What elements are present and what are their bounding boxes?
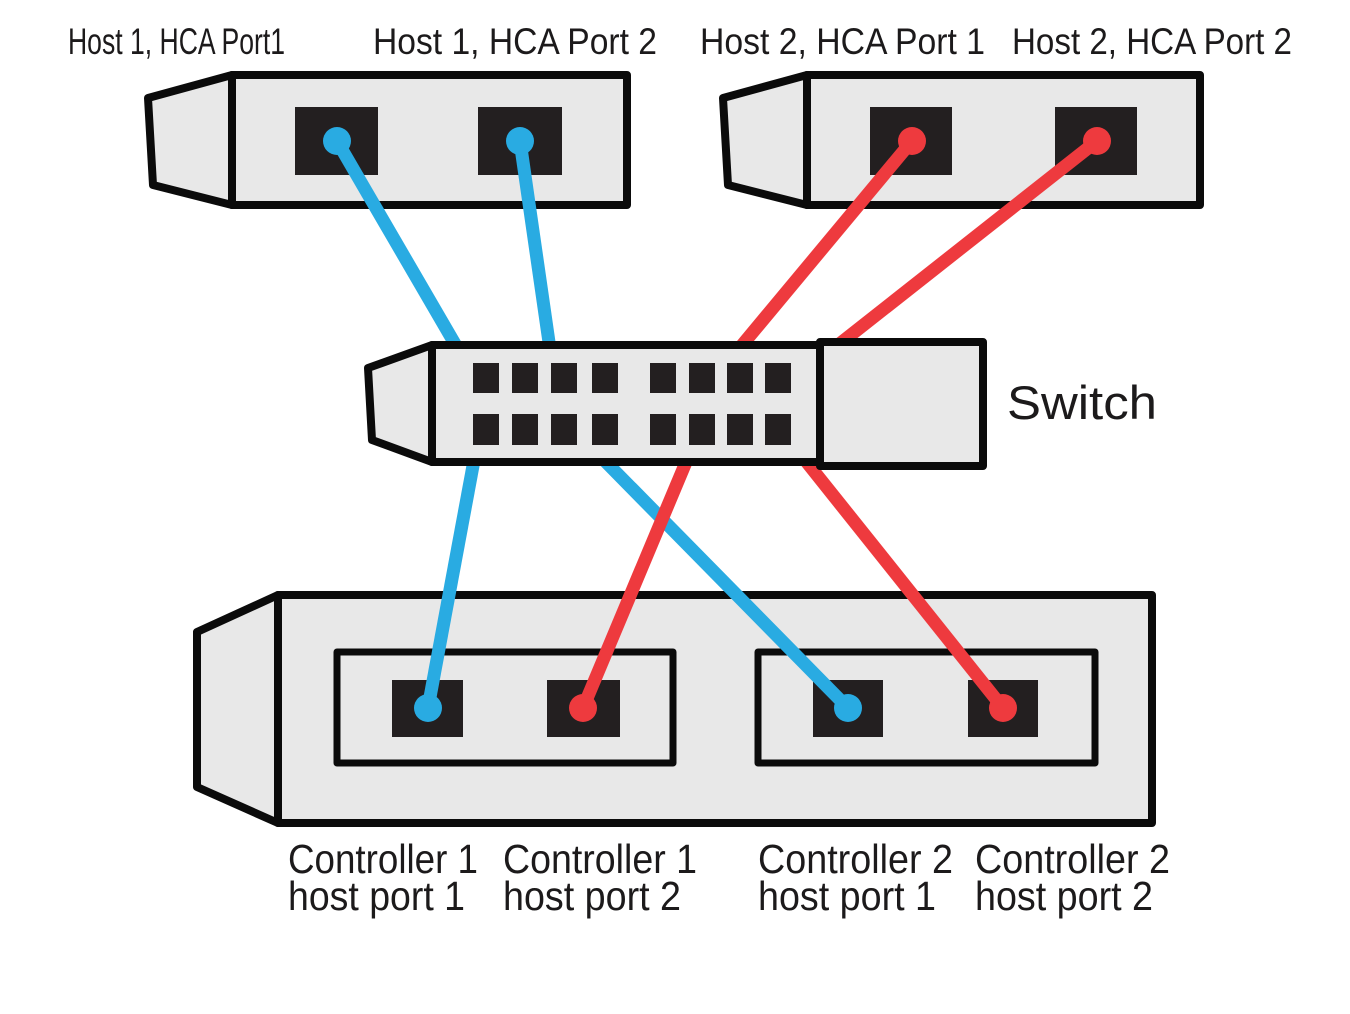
- switch-port: [512, 363, 538, 393]
- switch-port: [689, 363, 715, 393]
- label-host1-port1: Host 1, HCA Port1: [68, 21, 285, 62]
- label-ctrl1-port2-line2: host port 2: [503, 873, 681, 919]
- label-ctrl1-port2-line1: Controller 1: [503, 836, 697, 882]
- label-ctrl2-port1-line2: host port 1: [758, 873, 936, 919]
- label-host1-port2: Host 1, HCA Port 2: [373, 21, 657, 62]
- connector-dots: [323, 127, 1111, 722]
- labels: Host 1, HCA Port1 Host 1, HCA Port 2 Hos…: [68, 21, 1292, 919]
- switch-port: [473, 363, 499, 393]
- switch-port: [765, 414, 791, 445]
- switch-port: [727, 363, 753, 393]
- switch-chassis: [364, 338, 987, 470]
- switch-right-panel: [816, 338, 987, 470]
- switch-bezel: [364, 341, 436, 466]
- dot-host2-port2: [1083, 127, 1111, 155]
- controller1-module: [333, 648, 677, 767]
- dot-host1-port2: [506, 127, 534, 155]
- cable-host1port2-to-switch: [513, 140, 558, 357]
- switch-port: [592, 363, 618, 393]
- switch-port: [551, 363, 577, 393]
- switch-port: [551, 414, 577, 445]
- dot-ctrl1-port2: [569, 694, 597, 722]
- label-host2-port2: Host 2, HCA Port 2: [1012, 21, 1292, 62]
- label-host2-port1: Host 2, HCA Port 1: [700, 21, 985, 62]
- switch-port: [689, 414, 715, 445]
- cables: [331, 135, 1102, 713]
- dot-ctrl2-port1: [834, 694, 862, 722]
- host1-body: [228, 71, 631, 209]
- switch-port: [512, 414, 538, 445]
- cable-host2port1-to-switch: [728, 136, 917, 361]
- label-ctrl2-port1-line1: Controller 2: [758, 836, 953, 882]
- cable-switch-to-ctrl1port2: [577, 452, 695, 711]
- label-ctrl2-port2-line2: host port 2: [975, 873, 1153, 919]
- host1-chassis: [144, 71, 631, 209]
- switch-port: [765, 363, 791, 393]
- switch-port: [473, 414, 499, 445]
- host2-body: [803, 71, 1204, 209]
- cable-host1port1-to-switch: [331, 137, 468, 360]
- dot-host2-port1: [898, 127, 926, 155]
- cable-switch-to-ctrl1port1: [421, 453, 482, 710]
- label-ctrl1-port1-line2: host port 1: [288, 873, 465, 919]
- dot-ctrl2-port2: [989, 694, 1017, 722]
- switch-port: [727, 414, 753, 445]
- switch-port: [592, 414, 618, 445]
- cable-switch-to-ctrl2port2: [795, 450, 1009, 713]
- host1-bezel: [144, 71, 236, 209]
- label-switch: Switch: [1007, 376, 1157, 429]
- host2-bezel: [719, 71, 811, 209]
- switch-port: [650, 414, 676, 445]
- dot-host1-port1: [323, 127, 351, 155]
- host2-chassis: [719, 71, 1204, 209]
- dot-ctrl1-port1: [414, 694, 442, 722]
- shelf-bezel: [193, 591, 282, 827]
- switch-port: [650, 363, 676, 393]
- label-ctrl2-port2-line1: Controller 2: [975, 836, 1170, 882]
- cable-host2port2-to-switch: [823, 135, 1102, 359]
- label-ctrl1-port1-line1: Controller 1: [288, 836, 478, 882]
- cable-switch-to-ctrl2port1: [594, 450, 853, 713]
